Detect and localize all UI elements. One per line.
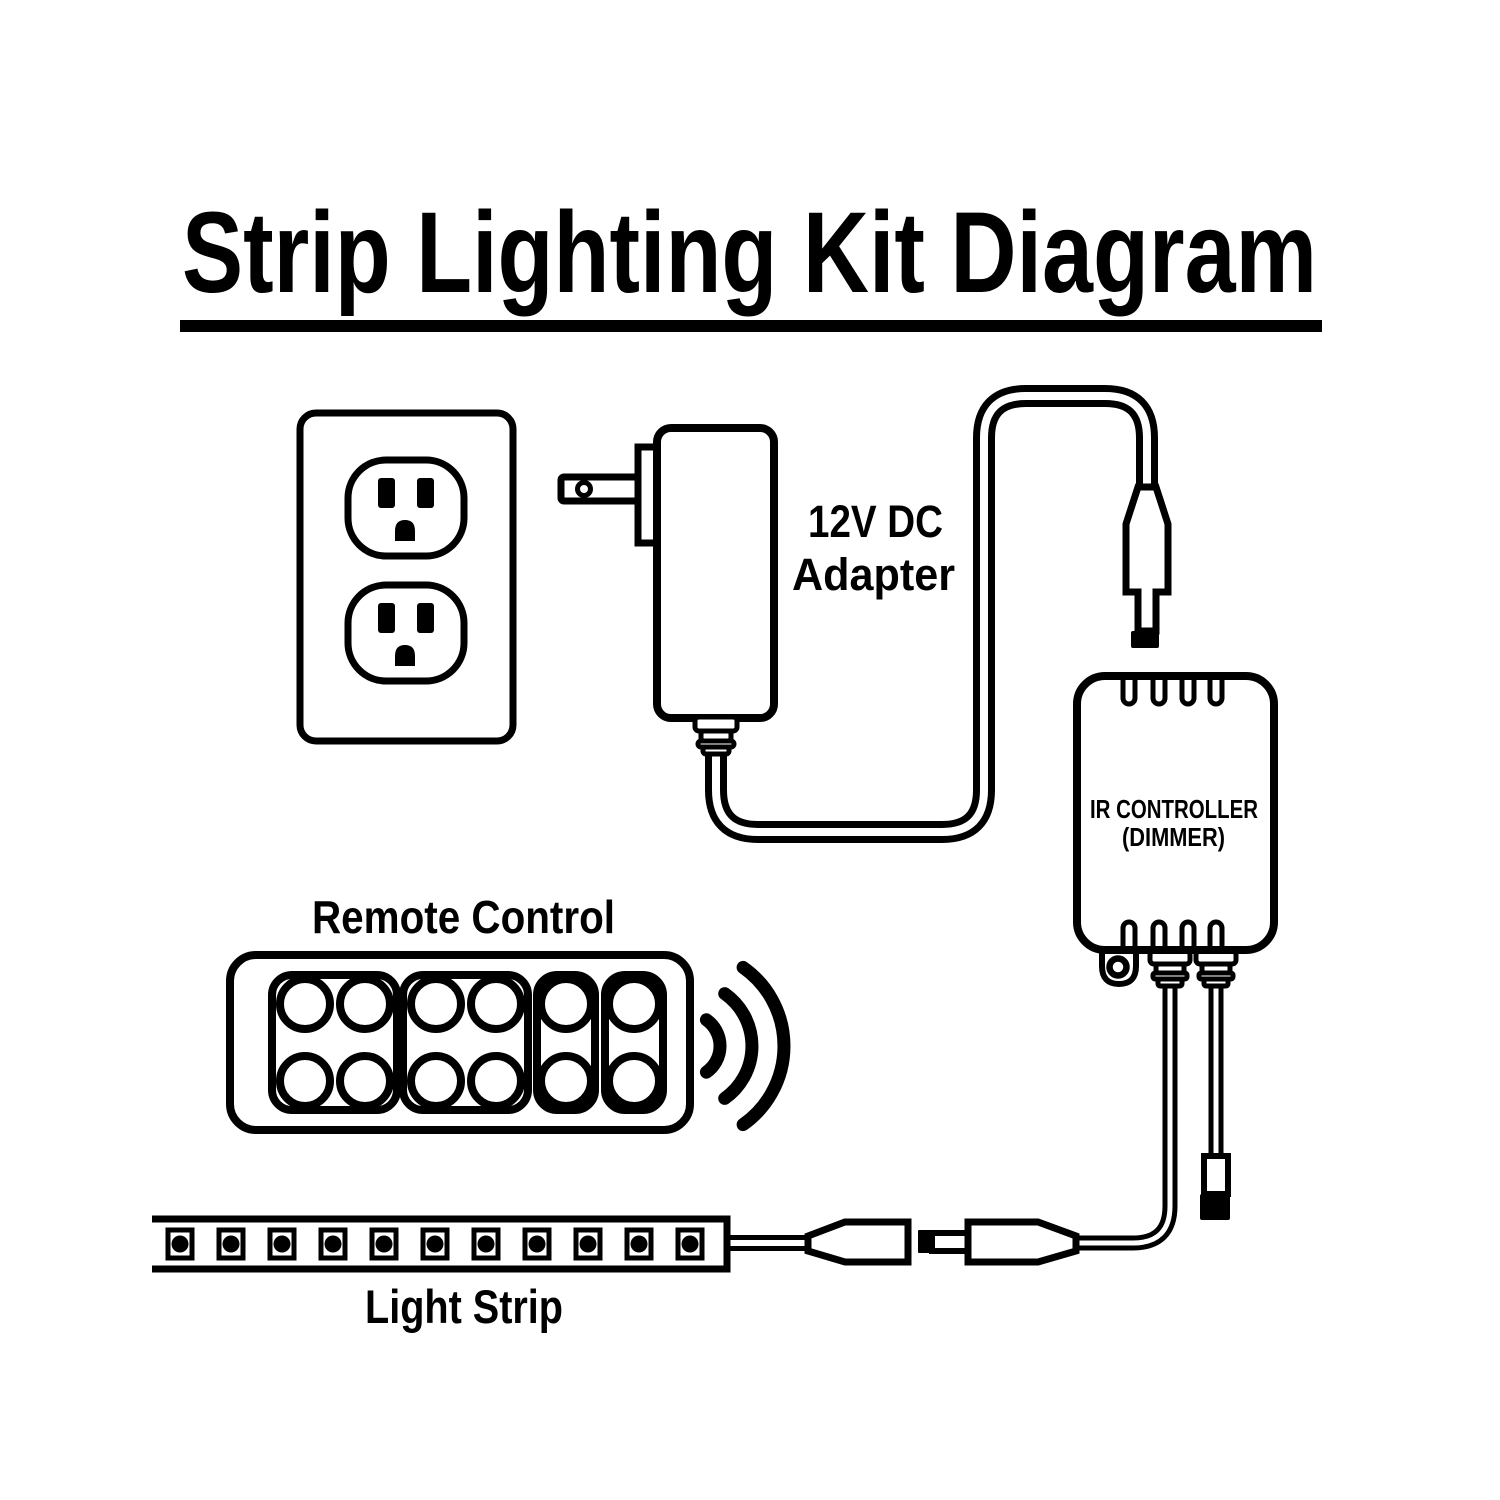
remote-button[interactable] bbox=[407, 975, 465, 1033]
led-chip-icon bbox=[573, 1227, 603, 1261]
mounting-hole-icon bbox=[1106, 955, 1130, 979]
remote-button[interactable] bbox=[336, 975, 394, 1033]
dc-barrel-plug-icon bbox=[1122, 483, 1172, 648]
signal-wave-arc bbox=[718, 987, 759, 1105]
remote-button[interactable] bbox=[276, 1052, 334, 1110]
remote-button[interactable] bbox=[467, 975, 525, 1033]
adapter-strain-relief bbox=[692, 714, 740, 757]
led-chip-icon bbox=[675, 1227, 705, 1261]
signal-wave-arc bbox=[736, 960, 791, 1132]
socket-face bbox=[344, 456, 468, 560]
adapter-body bbox=[653, 424, 778, 722]
led-chip-icon bbox=[267, 1227, 297, 1261]
controller-strain-relief-right bbox=[1193, 948, 1239, 989]
male-plug-body bbox=[964, 1218, 1080, 1266]
light-strip-label: Light Strip bbox=[365, 1280, 563, 1333]
controller-strain-relief-left bbox=[1147, 948, 1193, 989]
socket-face bbox=[344, 581, 468, 685]
jack-barrel bbox=[1201, 1153, 1231, 1197]
pin-slot-icon bbox=[1207, 679, 1225, 707]
remote-button[interactable] bbox=[276, 975, 334, 1033]
led-chip-icon bbox=[471, 1227, 501, 1261]
remote-button[interactable] bbox=[605, 1052, 663, 1110]
jack-tip bbox=[1200, 1194, 1230, 1220]
outlet-socket-top bbox=[344, 456, 468, 560]
ac-adapter-icon bbox=[557, 424, 778, 757]
dc-plug-body bbox=[1122, 483, 1172, 635]
female-jack-body bbox=[804, 1218, 912, 1266]
socket-slot-left bbox=[378, 478, 395, 508]
male-plug-barrel bbox=[929, 1230, 971, 1254]
wall-outlet-icon bbox=[296, 409, 517, 745]
pin-slot-icon bbox=[1179, 919, 1197, 947]
controller-bottom-pins bbox=[1120, 919, 1225, 947]
controller-label-line2: (DIMMER) bbox=[1122, 822, 1225, 852]
page-title: Strip Lighting Kit Diagram bbox=[182, 189, 1317, 317]
outlet-socket-bottom bbox=[344, 581, 468, 685]
controller-label-line1: IR CONTROLLER bbox=[1090, 794, 1258, 824]
led-chip-icon bbox=[624, 1227, 654, 1261]
controller-output-cable-core bbox=[1078, 984, 1173, 1246]
spare-dc-jack-icon bbox=[1200, 1153, 1231, 1220]
socket-slot-right bbox=[417, 478, 434, 508]
pin-slot-icon bbox=[1120, 679, 1138, 707]
relief-rib bbox=[1201, 976, 1231, 989]
adapter-prong-hole bbox=[575, 480, 593, 498]
remote-button[interactable] bbox=[537, 975, 595, 1033]
adapter-label-line1: 12V DC bbox=[808, 496, 943, 547]
relief-rib bbox=[700, 744, 732, 757]
dc-plug-tip bbox=[1131, 631, 1159, 648]
socket-slot-left bbox=[378, 603, 395, 633]
cable-strokes bbox=[705, 385, 1224, 1251]
led-chip-icon bbox=[369, 1227, 399, 1261]
ir-controller-icon: IR CONTROLLER (DIMMER) bbox=[1073, 672, 1278, 989]
remote-control-label: Remote Control bbox=[312, 891, 615, 943]
remote-button[interactable] bbox=[336, 1052, 394, 1110]
male-plug-tip bbox=[918, 1230, 932, 1253]
controller-top-pins bbox=[1120, 679, 1225, 707]
title-underline bbox=[180, 320, 1322, 332]
remote-button[interactable] bbox=[605, 975, 663, 1033]
remote-button[interactable] bbox=[407, 1052, 465, 1110]
led-chips bbox=[165, 1227, 705, 1261]
adapter-prong bbox=[557, 473, 647, 505]
relief-rib bbox=[1155, 976, 1185, 989]
pin-slot-icon bbox=[1179, 679, 1197, 707]
controller-output-cable bbox=[1078, 984, 1178, 1251]
socket-ground-hole bbox=[395, 645, 415, 666]
remote-control-icon bbox=[226, 951, 694, 1134]
pin-slot-icon bbox=[1120, 919, 1138, 947]
led-chip-icon bbox=[420, 1227, 450, 1261]
pin-slot-icon bbox=[1150, 919, 1168, 947]
remote-button[interactable] bbox=[537, 1052, 595, 1110]
controller-body bbox=[1073, 672, 1278, 954]
socket-slot-right bbox=[417, 603, 434, 633]
adapter-label-line2: Adapter bbox=[792, 549, 955, 600]
pin-slot-icon bbox=[1150, 679, 1168, 707]
socket-ground-hole bbox=[395, 520, 415, 541]
adapter-cable-core bbox=[712, 392, 1151, 836]
ir-signal-waves-icon bbox=[699, 960, 791, 1132]
remote-button[interactable] bbox=[467, 1052, 525, 1110]
signal-wave-arc bbox=[699, 1013, 727, 1079]
pin-slot-icon bbox=[1207, 919, 1225, 947]
led-chip-icon bbox=[522, 1227, 552, 1261]
strip-connector-pair bbox=[804, 1218, 1080, 1266]
led-chip-icon bbox=[165, 1227, 195, 1261]
led-chip-icon bbox=[318, 1227, 348, 1261]
light-strip-icon bbox=[152, 1215, 731, 1273]
led-chip-icon bbox=[216, 1227, 246, 1261]
